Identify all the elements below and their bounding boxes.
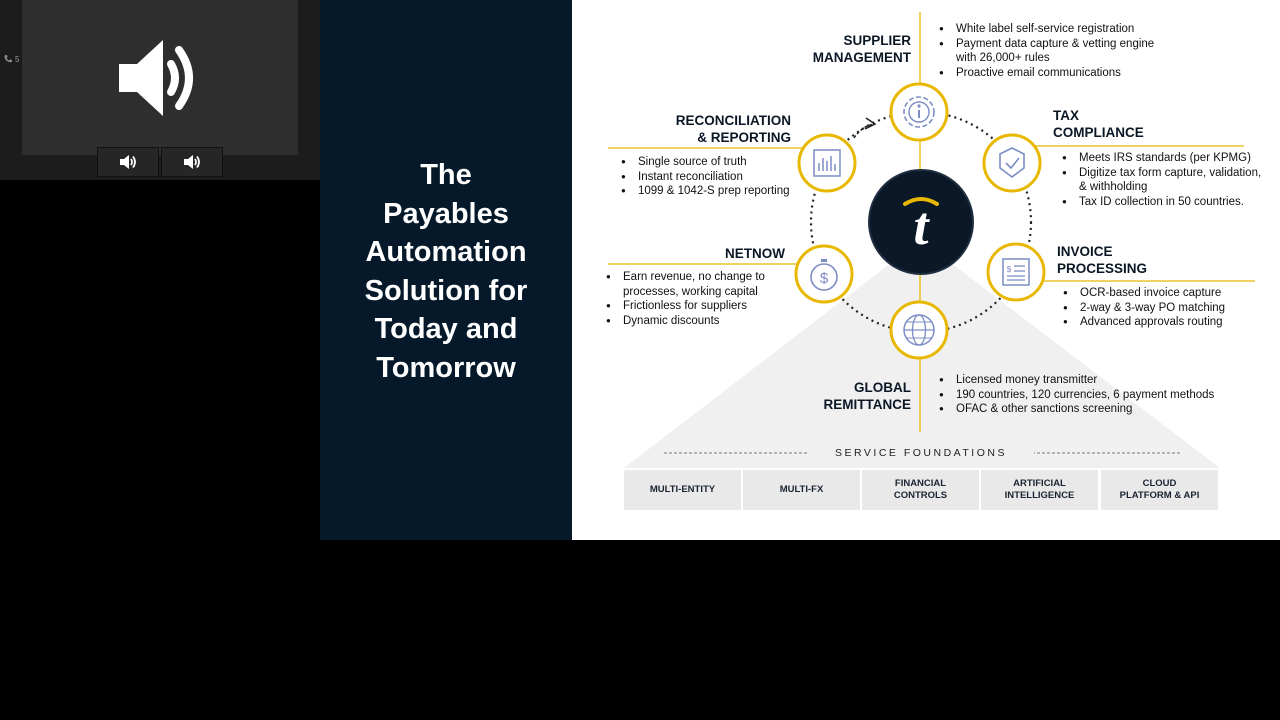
list-item: Tax ID collection in 50 countries. [1062,195,1278,210]
tax-compliance-title: TAX COMPLIANCE [1053,108,1144,140]
list-item: Proactive email communications [939,66,1199,81]
list-item: White label self-service registration [939,22,1199,37]
participant-count: 5 [15,54,20,64]
foundation-artificial-intelligence: ARTIFICIAL INTELLIGENCE [981,470,1098,510]
list-item: 2-way & 3-way PO matching [1063,301,1273,316]
participant-indicator: 5 [3,54,19,64]
company-logo: t [868,169,974,275]
list-item: Advanced approvals routing [1063,315,1273,330]
invoice-icon: $ [986,242,1046,302]
invoice-processing-title: INVOICE PROCESSING [1057,244,1148,276]
audio-button-1[interactable] [97,147,159,177]
supplier-management-bullets: White label self-service registration Pa… [939,22,1199,80]
foundation-multi-entity: MULTI-ENTITY [624,470,741,510]
list-item: Digitize tax form capture, validation, &… [1062,166,1278,195]
audio-button-2[interactable] [161,147,223,177]
list-item: OFAC & other sanctions screening [939,402,1239,417]
svg-text:$: $ [1007,265,1012,274]
speaker-icon [120,155,136,169]
invoice-processing-bullets: OCR-based invoice capture 2-way & 3-way … [1063,286,1273,330]
speaker-icon [184,155,200,169]
svg-text:$: $ [820,270,829,287]
phone-icon [4,55,12,63]
list-item: Frictionless for suppliers [606,299,791,314]
supplier-management-title: SUPPLIER MANAGEMENT [812,33,911,65]
list-item: Instant reconciliation [621,170,811,185]
list-item: 190 countries, 120 currencies, 6 payment… [939,388,1239,403]
reconciliation-bullets: Single source of truth Instant reconcili… [621,155,811,199]
foundation-multi-fx: MULTI-FX [743,470,860,510]
stopwatch-dollar-icon: $ [794,244,854,304]
service-foundations-title: SERVICE FOUNDATIONS [808,447,1034,459]
tax-compliance-bullets: Meets IRS standards (per KPMG) Digitize … [1062,151,1278,209]
global-remittance-bullets: Licensed money transmitter 190 countries… [939,373,1239,417]
list-item: Meets IRS standards (per KPMG) [1062,151,1278,166]
speaker-icon [119,40,193,116]
list-item: Payment data capture & vetting engine wi… [939,37,1199,66]
slide-title-panel [320,0,572,540]
shield-check-icon [982,133,1042,193]
list-item: 1099 & 1042-S prep reporting [621,184,811,199]
gear-info-icon [889,82,949,142]
foundation-financial-controls: FINANCIAL CONTROLS [862,470,979,510]
logo-letter: t [913,196,930,256]
list-item: OCR-based invoice capture [1063,286,1273,301]
list-item: Dynamic discounts [606,314,791,329]
list-item: Single source of truth [621,155,811,170]
netnow-bullets: Earn revenue, no change to processes, wo… [606,270,791,328]
netnow-title: NETNOW [725,246,785,261]
list-item: Licensed money transmitter [939,373,1239,388]
slide-headline: The Payables Automation Solution for Tod… [364,159,528,384]
foundation-cloud-platform-api: CLOUD PLATFORM & API [1101,470,1218,510]
reconciliation-title: RECONCILIATION & REPORTING [675,113,791,145]
globe-icon [889,300,949,360]
global-remittance-title: GLOBAL REMITTANCE [823,380,912,412]
list-item: Earn revenue, no change to processes, wo… [606,270,791,299]
